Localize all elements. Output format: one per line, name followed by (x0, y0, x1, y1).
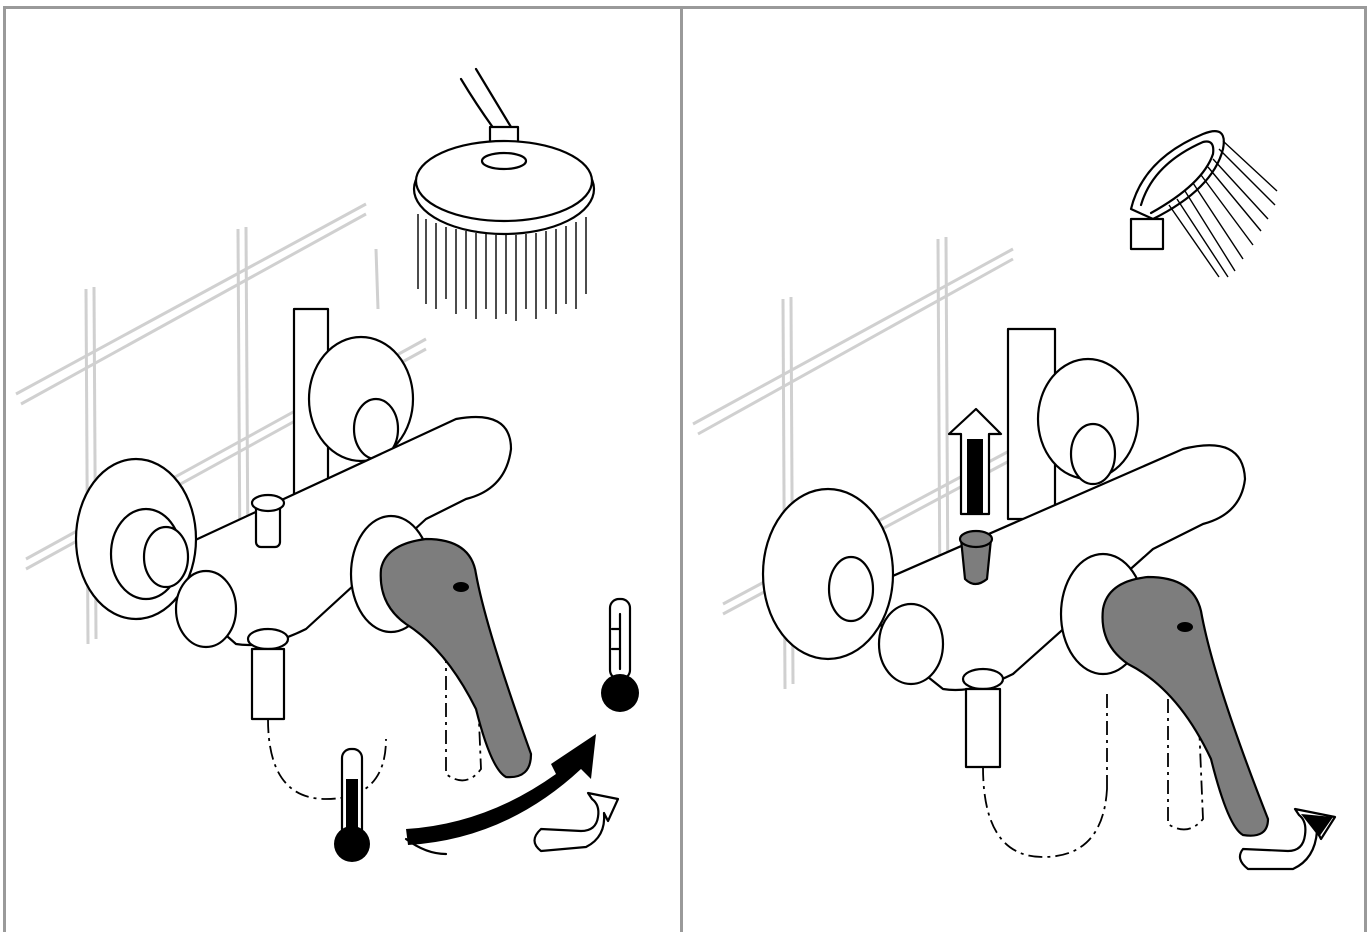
lever-handle[interactable] (1103, 577, 1268, 836)
diverter-knob[interactable] (960, 531, 992, 584)
thermometer-hot-icon (601, 599, 639, 712)
lever-handle[interactable] (381, 539, 531, 777)
wall-flange-right (309, 337, 413, 461)
rotate-arrow-icon (535, 793, 619, 851)
thermometer-cold-icon (334, 749, 370, 862)
panel-overhead-shower (3, 6, 684, 932)
panel-hand-shower (680, 6, 1367, 932)
mixer-outlet (963, 669, 1107, 857)
mixer-outlet (248, 629, 386, 799)
panel-right-illustration (683, 9, 1364, 932)
shower-head-icon (414, 69, 594, 321)
up-arrow-icon (949, 409, 1001, 514)
panel-left-illustration (6, 9, 681, 932)
hand-shower-icon (1131, 131, 1277, 277)
